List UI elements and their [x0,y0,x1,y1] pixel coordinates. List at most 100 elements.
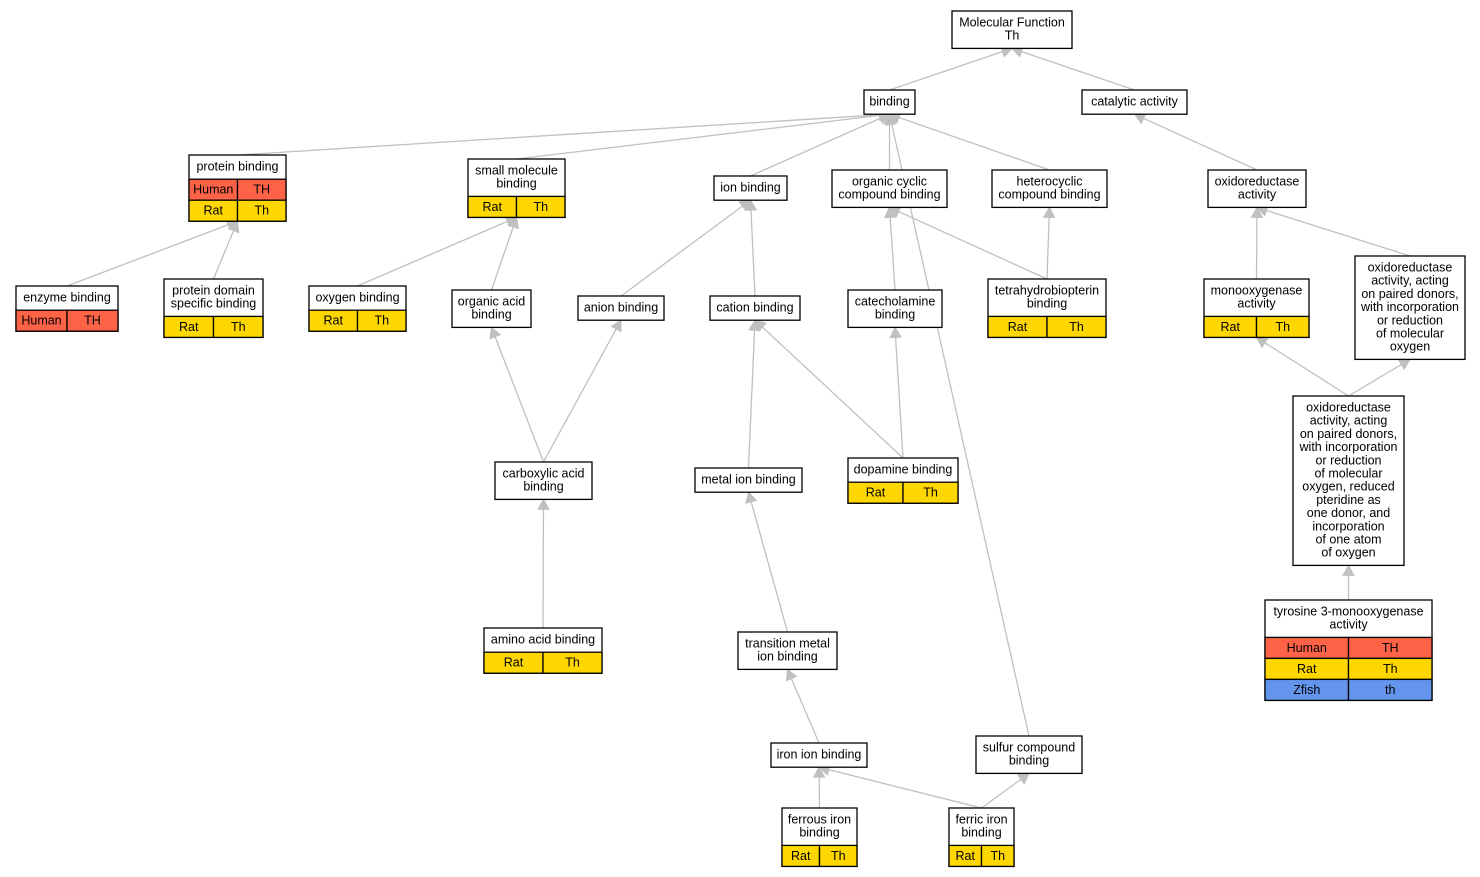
species-label: Rat [504,656,524,670]
gene-label: Th [1383,662,1398,676]
edge-line [828,769,982,809]
edge-line [1143,117,1258,171]
node-label-line: sulfur compound [983,741,1075,755]
edge-tyrosine-3-monooxygenase-activity-to-oxidoreductase-reduced-pteridine [1342,564,1355,600]
edge-arrowhead [1250,206,1264,218]
species-label: Rat [956,849,976,863]
node-label-line: tetrahydrobiopterin [995,284,1099,298]
species-label: Rat [1297,662,1317,676]
node-label-line: tyrosine 3-monooxygenase [1273,605,1423,619]
edge-amino-acid-binding-to-carboxylic-acid-binding [537,498,550,629]
species-label: Human [21,314,61,328]
gene-label: Th [533,200,548,214]
species-label: Human [1287,641,1327,655]
edge-arrowhead [745,491,758,505]
node-box [951,10,1073,50]
edge-tetrahydrobiopterin-binding-to-heterocyclic-compound-binding [1042,206,1056,280]
node-label-line: ion binding [757,650,818,664]
edge-oxidoreductase-paired-donors-to-oxidoreductase-activity [1256,204,1411,257]
node-label-line: heterocyclic [1017,175,1083,189]
edge-arrowhead [889,326,902,339]
species-label: Zfish [1293,683,1320,697]
gene-cell [212,315,264,339]
node-box [1354,255,1466,361]
edge-line [790,678,820,744]
edge-catecholamine-binding-to-organic-cyclic-compound-binding [883,206,897,291]
edge-arrowhead [785,668,798,682]
node-box [451,289,532,329]
edge-line [542,328,617,463]
node-label-line: of oxygen [1321,546,1375,560]
edge-arrowhead [885,113,898,126]
edge-line [750,210,756,297]
node-binding[interactable]: binding [863,89,916,115]
node-anion-binding[interactable]: anion binding [577,295,665,321]
edge-catalytic-activity-to-molecular-function [1011,45,1135,91]
node-label-line: ferrous iron [788,813,851,827]
node-ion-binding[interactable]: ion binding [713,175,788,201]
node-cation-binding[interactable]: cation binding [709,295,801,321]
node-label-line: on paired donors, [1300,427,1397,441]
gene-cell [818,844,858,868]
node-label-line: monooxygenase [1211,284,1303,298]
edge-ferric-iron-binding-to-sulfur-compound-binding [981,772,1030,809]
node-metal-ion-binding[interactable]: metal ion binding [694,467,803,493]
node-label-line: binding [1027,297,1067,311]
edge-organic-acid-binding-to-small-molecule-binding [490,216,520,291]
edge-line [494,336,545,463]
node-label-line: catalytic activity [1091,95,1179,109]
edge-line [889,51,1003,91]
node-label-line: binding [471,308,511,322]
node-label-line: compound binding [998,188,1100,202]
node-label-line: one donor, and [1307,506,1390,520]
edge-line [750,117,881,177]
node-label-line: binding [961,826,1001,840]
edge-iron-ion-binding-to-transition-metal-ion-binding [785,668,820,744]
node-box [1292,395,1405,567]
node-label-line: binding [523,480,563,494]
edge-oxygen-binding-to-small-molecule-binding [357,215,518,287]
edge-line [1046,217,1050,280]
node-label-line: compound binding [838,188,940,202]
species-label: Rat [204,204,224,218]
node-catalytic-activity[interactable]: catalytic activity [1081,89,1188,115]
gene-label: Th [1069,320,1084,334]
node-box [713,175,788,201]
node-label-line: oxygen binding [315,291,399,305]
edge-cation-binding-to-ion-binding [744,199,758,297]
node-label-line: anion binding [584,301,658,315]
node-iron-ion-binding[interactable]: iron ion binding [770,742,868,768]
edge-oxidoreductase-reduced-pteridine-to-monooxygenase-activity [1255,336,1349,397]
edge-line [516,114,880,160]
gene-cell [356,309,407,332]
species-label: Rat [483,200,503,214]
gene-cell [236,199,287,222]
